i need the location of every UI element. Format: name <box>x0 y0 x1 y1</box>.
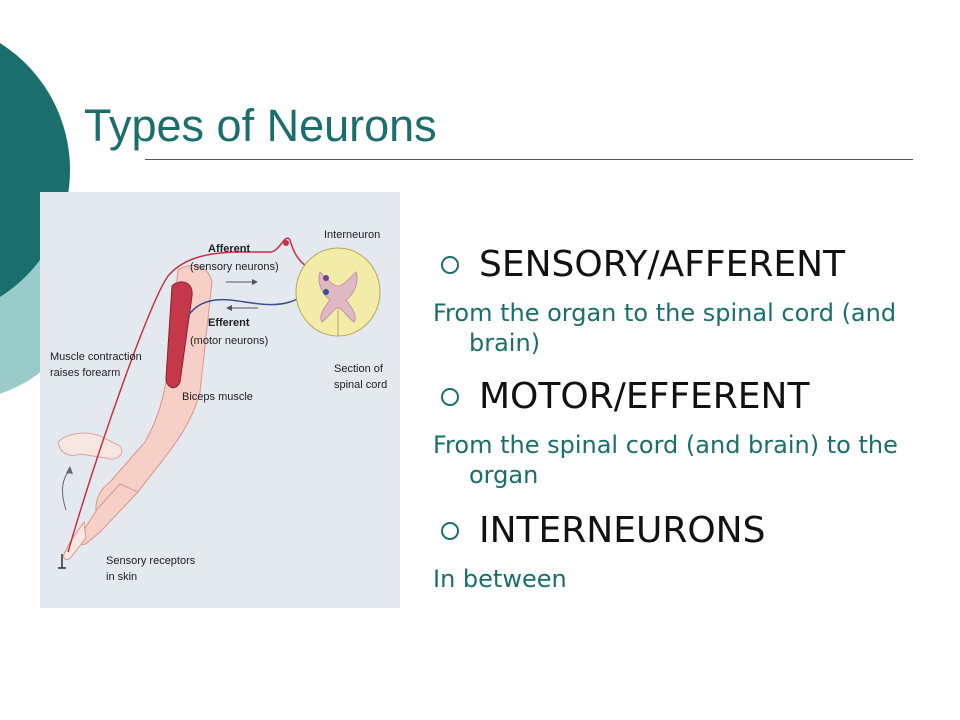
interneuron-dot <box>323 275 329 281</box>
sensory-ganglion <box>283 240 289 246</box>
bullet-row: INTERNEURONS <box>433 506 933 562</box>
slide-title: Types of Neurons <box>84 100 437 151</box>
label-afferent-sub: (sensory neurons) <box>190 261 279 273</box>
circle-bullet-icon <box>441 388 459 406</box>
movement-arrowhead <box>66 466 73 474</box>
item-heading: INTERNEURONS <box>479 510 766 551</box>
circle-bullet-icon <box>441 522 459 540</box>
afferent-arrowhead <box>252 279 258 285</box>
label-interneuron: Interneuron <box>324 229 380 241</box>
sensory-pathway <box>67 237 327 553</box>
spinal-gray-matter <box>318 271 358 323</box>
item-detail: From the organ to the spinal cord (and b… <box>433 299 897 357</box>
list-item-interneurons: INTERNEURONS In between <box>433 506 933 594</box>
efferent-arrowhead <box>226 305 232 311</box>
label-afferent: Afferent <box>208 243 251 255</box>
reflex-arc-illustration: Afferent (sensory neurons) Efferent (mot… <box>50 229 387 583</box>
label-muscle-line2: raises forearm <box>50 367 120 379</box>
item-detail: From the spinal cord (and brain) to the … <box>433 431 898 489</box>
label-section-line2: spinal cord <box>334 379 387 391</box>
label-efferent-sub: (motor neurons) <box>190 335 268 347</box>
circle-bullet-icon <box>441 256 459 274</box>
neuron-types-list: SENSORY/AFFERENT From the organ to the s… <box>433 240 933 594</box>
bullet-row: SENSORY/AFFERENT <box>433 240 933 296</box>
reflex-arc-figure: Afferent (sensory neurons) Efferent (mot… <box>40 192 400 608</box>
label-receptors-line2: in skin <box>106 571 137 583</box>
list-item-sensory: SENSORY/AFFERENT From the organ to the s… <box>433 240 933 358</box>
title-underline <box>145 159 913 160</box>
motor-neuron-dot <box>323 289 329 295</box>
item-heading: SENSORY/AFFERENT <box>479 244 846 285</box>
label-biceps: Biceps muscle <box>182 391 253 403</box>
label-efferent: Efferent <box>208 317 250 329</box>
item-detail: In between <box>433 565 567 593</box>
label-muscle-line1: Muscle contraction <box>50 351 142 363</box>
biceps-muscle-shape <box>165 281 193 389</box>
raised-hand-shape <box>57 432 123 460</box>
item-heading: MOTOR/EFFERENT <box>479 376 810 417</box>
bullet-row: MOTOR/EFFERENT <box>433 372 933 428</box>
label-receptors-line1: Sensory receptors <box>106 555 196 567</box>
label-section-line1: Section of <box>334 363 384 375</box>
list-item-motor: MOTOR/EFFERENT From the spinal cord (and… <box>433 372 933 490</box>
movement-arrow <box>62 469 71 511</box>
